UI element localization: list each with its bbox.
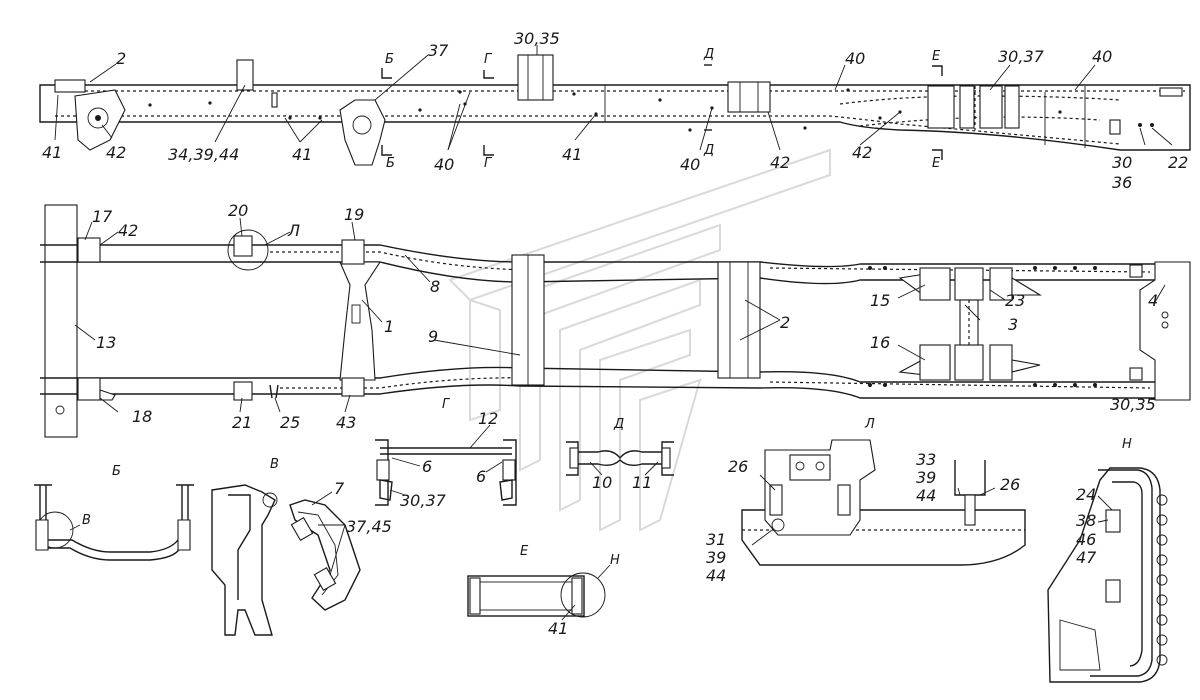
- section-mark-g-bottom: Г: [484, 156, 493, 171]
- callout-17: 17: [92, 207, 113, 226]
- detail-d-callout-11: 11: [632, 473, 652, 492]
- detail-n-callout-38: 38: [1076, 511, 1096, 530]
- callout-40-top-a: 40: [845, 49, 865, 68]
- detail-v-callout-7: 7: [334, 479, 345, 498]
- detail-e-callout-n: Н: [610, 553, 620, 568]
- detail-e-title: Е: [520, 544, 529, 559]
- leader-lines-plan: [74, 217, 1166, 413]
- callout-30-37-top: 30,37: [998, 47, 1045, 66]
- section-cut-marks: Б Г Д Е Б Г Д Е: [381, 47, 943, 171]
- detail-n-callout-24: 24: [1076, 485, 1096, 504]
- callout-42-plan: 42: [118, 221, 138, 240]
- callout-42-top-b: 42: [770, 153, 790, 172]
- detail-l-callout-39b: 39: [706, 548, 726, 567]
- callout-1: 1: [384, 317, 394, 336]
- callout-3: 3: [1008, 315, 1018, 334]
- callout-36-top: 36: [1112, 173, 1132, 192]
- section-mark-b-top: Б: [385, 52, 394, 67]
- callout-25: 25: [280, 413, 300, 432]
- callout-18: 18: [132, 407, 152, 426]
- callout-21: 21: [232, 413, 252, 432]
- callout-40-top-d: 40: [680, 155, 700, 174]
- detail-n-title: Н: [1122, 437, 1132, 452]
- detail-g-callout-6b: 6: [476, 467, 486, 486]
- rail-rivets: [868, 266, 1097, 387]
- detail-n-callout-46: 46: [1076, 530, 1096, 549]
- detail-l-title: Л: [864, 417, 875, 432]
- callout-22-top: 22: [1168, 153, 1188, 172]
- detail-v-title: В: [270, 457, 279, 472]
- weld-pattern: [1156, 494, 1168, 666]
- detail-g: Г 12 6 6 30,37: [375, 397, 517, 510]
- callout-16: 16: [870, 333, 890, 352]
- frame-plan-view: 17 42 20 Л 19 8 1 9 2 13 15 23 3 4 16 18…: [40, 201, 1191, 438]
- callout-l-circle: Л: [287, 221, 300, 240]
- section-mark-b-bottom: Б: [386, 156, 395, 171]
- callout-30-35-plan: 30,35: [1110, 395, 1156, 414]
- detail-g-callout-30-37: 30,37: [400, 491, 447, 510]
- callout-41-top-b: 41: [292, 145, 312, 164]
- detail-b-title: Б: [112, 464, 121, 479]
- callout-34-39-44: 34,39,44: [168, 145, 239, 164]
- detail-l-callout-44a: 44: [916, 486, 936, 505]
- detail-l-callout-26a: 26: [728, 457, 748, 476]
- callout-42-top-c: 42: [852, 143, 872, 162]
- callout-41-top-a: 41: [42, 143, 62, 162]
- section-mark-d-bottom: Д: [703, 143, 714, 158]
- callout-2-plan: 2: [780, 313, 790, 332]
- callout-13: 13: [96, 333, 116, 352]
- callout-8: 8: [430, 277, 440, 296]
- callout-43: 43: [336, 413, 356, 432]
- detail-d: Д 10 11: [566, 417, 674, 492]
- detail-b-callout-v: В: [82, 513, 91, 528]
- callout-40-top-b: 40: [1092, 47, 1112, 66]
- callout-42-top-a: 42: [106, 143, 126, 162]
- callout-15: 15: [870, 291, 890, 310]
- detail-v: В 7 37,45: [211, 457, 392, 636]
- detail-l-callout-44b: 44: [706, 566, 726, 585]
- detail-e: Е Н 41: [467, 544, 620, 638]
- detail-b: Б В: [34, 464, 194, 561]
- callout-9: 9: [428, 327, 438, 346]
- detail-d-callout-10: 10: [592, 473, 612, 492]
- callout-4: 4: [1148, 291, 1158, 310]
- callout-40-top-c: 40: [434, 155, 454, 174]
- callout-20: 20: [228, 201, 248, 220]
- leader-lines-top: [54, 45, 1173, 151]
- detail-v-callout-37-45: 37,45: [346, 517, 392, 536]
- detail-l-callout-33: 33: [916, 450, 936, 469]
- detail-g-callout-12: 12: [478, 409, 498, 428]
- section-mark-g-top: Г: [484, 52, 493, 67]
- section-mark-d-top: Д: [703, 47, 714, 62]
- detail-n-callout-47: 47: [1076, 548, 1097, 567]
- callout-37-top: 37: [428, 41, 449, 60]
- detail-l-callout-39a: 39: [916, 468, 936, 487]
- callout-2-top: 2: [116, 49, 126, 68]
- detail-l: Л 26 33 39 44 26 31 39 44: [706, 417, 1026, 585]
- callout-41-top-c: 41: [562, 145, 582, 164]
- callout-30-top: 30: [1112, 153, 1132, 172]
- detail-l-callout-26b: 26: [1000, 475, 1020, 494]
- detail-l-callout-31: 31: [706, 530, 726, 549]
- callout-19: 19: [344, 205, 364, 224]
- detail-e-callout-41: 41: [548, 619, 568, 638]
- detail-n: Н 24 38 46 47: [1047, 437, 1168, 683]
- detail-d-title: Д: [613, 417, 624, 432]
- detail-g-callout-6a: 6: [422, 457, 432, 476]
- frame-side-view: Б Г Д Е Б Г Д Е: [39, 29, 1191, 192]
- detail-g-title: Г: [442, 397, 451, 412]
- section-mark-e-bottom: Е: [932, 156, 941, 171]
- callout-23: 23: [1005, 291, 1025, 310]
- callout-30-35-top: 30,35: [514, 29, 560, 48]
- section-mark-e-top: Е: [932, 49, 941, 64]
